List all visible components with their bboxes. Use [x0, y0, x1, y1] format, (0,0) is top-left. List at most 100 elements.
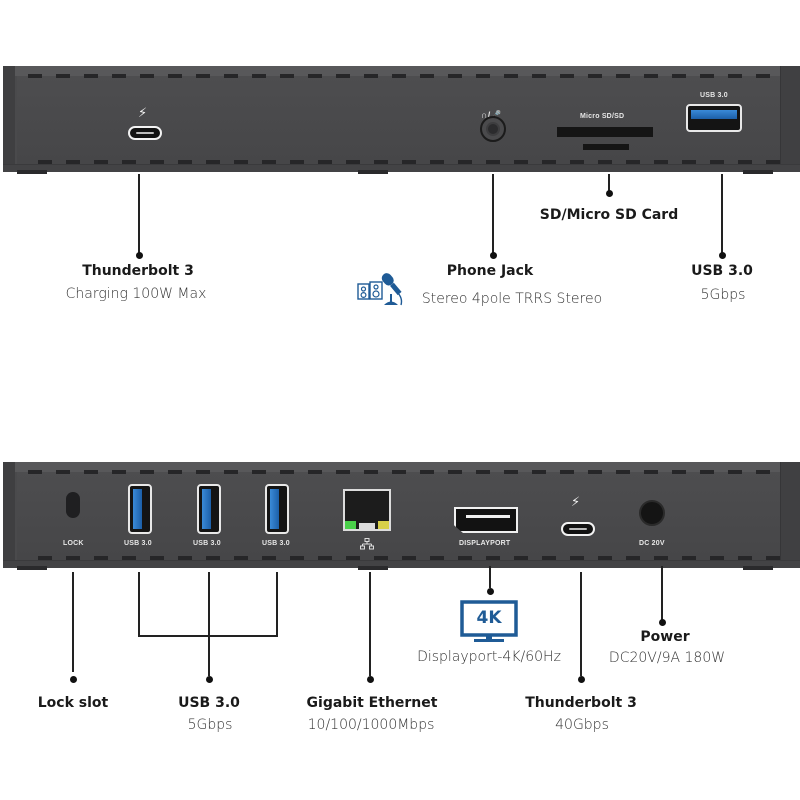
vent-slot: [318, 160, 332, 164]
connector-dot-lock: [70, 676, 77, 683]
vent-slot: [654, 160, 668, 164]
vent-slot: [150, 160, 164, 164]
vent-slot: [140, 470, 154, 474]
vent-slot: [28, 74, 42, 78]
vent-slot: [560, 470, 574, 474]
connector-line-ethernet: [369, 572, 371, 676]
ethernet-port: [343, 489, 391, 531]
connector-line-displayport: [489, 566, 491, 588]
vent-slot: [616, 74, 630, 78]
vent-slot: [308, 470, 322, 474]
vent-slot: [430, 556, 444, 560]
vent-slot: [728, 74, 742, 78]
vent-slot: [430, 160, 444, 164]
ethernet-led-yellow: [378, 521, 389, 529]
4k-icon-text: 4K: [476, 608, 502, 628]
vent-slot: [476, 74, 490, 78]
vent-slot: [700, 470, 714, 474]
front-bottom-band: [3, 164, 800, 172]
vent-slot: [626, 556, 640, 560]
vent-slot: [168, 74, 182, 78]
vent-slot: [458, 160, 472, 164]
vent-slot: [514, 160, 528, 164]
vent-slot: [458, 556, 472, 560]
connector-line-phone-jack: [492, 174, 494, 256]
vent-slot: [756, 74, 770, 78]
device-foot: [358, 566, 388, 570]
vent-slot: [514, 556, 528, 560]
callout-title-usb3-front: USB 3.0: [691, 263, 753, 279]
connector-line-power: [661, 566, 663, 620]
vent-slot: [178, 160, 192, 164]
vent-slot: [318, 556, 332, 560]
callout-title-phone-jack: Phone Jack: [446, 263, 534, 279]
front-top-band: [3, 66, 800, 76]
rear-top-band: [3, 462, 800, 472]
vent-slot: [196, 470, 210, 474]
vent-slot: [234, 556, 248, 560]
vent-slot: [644, 470, 658, 474]
vent-slot: [532, 74, 546, 78]
dock-front-panel: ⚡ ∩/🎤 Micro SD/SD USB 3.0: [3, 66, 800, 174]
thunderbolt3-port-front: [128, 126, 162, 140]
rear-left-cap: [3, 462, 15, 568]
vent-slot: [448, 74, 462, 78]
vent-slot: [570, 556, 584, 560]
vent-slot: [38, 160, 52, 164]
vent-slot: [252, 74, 266, 78]
vent-slot: [140, 74, 154, 78]
vent-slot: [252, 470, 266, 474]
microphone-speaker-icon: [357, 272, 411, 306]
network-icon: [360, 535, 374, 554]
vent-slot: [112, 470, 126, 474]
callout-subtitle-displayport: Displayport-4K/60Hz: [417, 649, 561, 665]
vent-slot: [196, 74, 210, 78]
vent-slot: [280, 470, 294, 474]
vent-slot: [364, 470, 378, 474]
sd-card-slot: [557, 127, 653, 137]
callout-title-tb3-front: Thunderbolt 3: [82, 263, 194, 279]
dock-rear-panel: LOCK USB 3.0 USB 3.0 USB 3.0 DISPLAYPORT…: [3, 462, 800, 570]
front-face: [17, 76, 780, 164]
usb-port-label-rear-3: USB 3.0: [262, 540, 290, 547]
vent-slot: [234, 160, 248, 164]
connector-dot-usb-rear: [206, 676, 213, 683]
vent-slot: [224, 74, 238, 78]
vent-slot: [112, 74, 126, 78]
device-foot: [358, 170, 388, 174]
callout-title-usb3-rear: USB 3.0: [178, 695, 240, 711]
vent-slot: [756, 470, 770, 474]
ethernet-led-green: [345, 521, 356, 529]
vent-slot: [486, 160, 500, 164]
vent-slot: [374, 160, 388, 164]
dc-power-jack: [639, 500, 665, 526]
vent-slot: [122, 160, 136, 164]
vent-slot: [644, 74, 658, 78]
device-foot: [743, 566, 773, 570]
connector-line-tb3-front: [138, 174, 140, 256]
vent-slot: [346, 556, 360, 560]
front-left-cap: [3, 66, 15, 172]
vent-slot: [616, 470, 630, 474]
vent-slot: [710, 160, 724, 164]
vent-slot: [710, 556, 724, 560]
vent-slot: [84, 470, 98, 474]
connector-line-usb-rear-2: [208, 572, 210, 676]
usb-port-label-rear-1: USB 3.0: [124, 540, 152, 547]
vent-slot: [542, 556, 556, 560]
vent-slot: [570, 160, 584, 164]
usb-port-label-rear-2: USB 3.0: [193, 540, 221, 547]
device-foot: [743, 170, 773, 174]
connector-dot-tb3-rear: [578, 676, 585, 683]
rear-right-cap: [780, 462, 800, 568]
connector-dot-phone-jack: [490, 252, 497, 259]
callout-subtitle-tb3-front: Charging 100W Max: [65, 286, 207, 302]
connector-line-lock: [72, 572, 74, 672]
callout-title-sd-card: SD/Micro SD Card: [539, 207, 679, 223]
audio-port-icon-label: ∩/🎤: [481, 110, 502, 120]
usb3-port-rear-1: [128, 484, 152, 534]
vent-slot: [766, 160, 780, 164]
callout-subtitle-power: DC20V/9A 180W: [608, 650, 726, 666]
vent-slot: [336, 470, 350, 474]
callout-title-lock-slot: Lock slot: [37, 695, 109, 711]
